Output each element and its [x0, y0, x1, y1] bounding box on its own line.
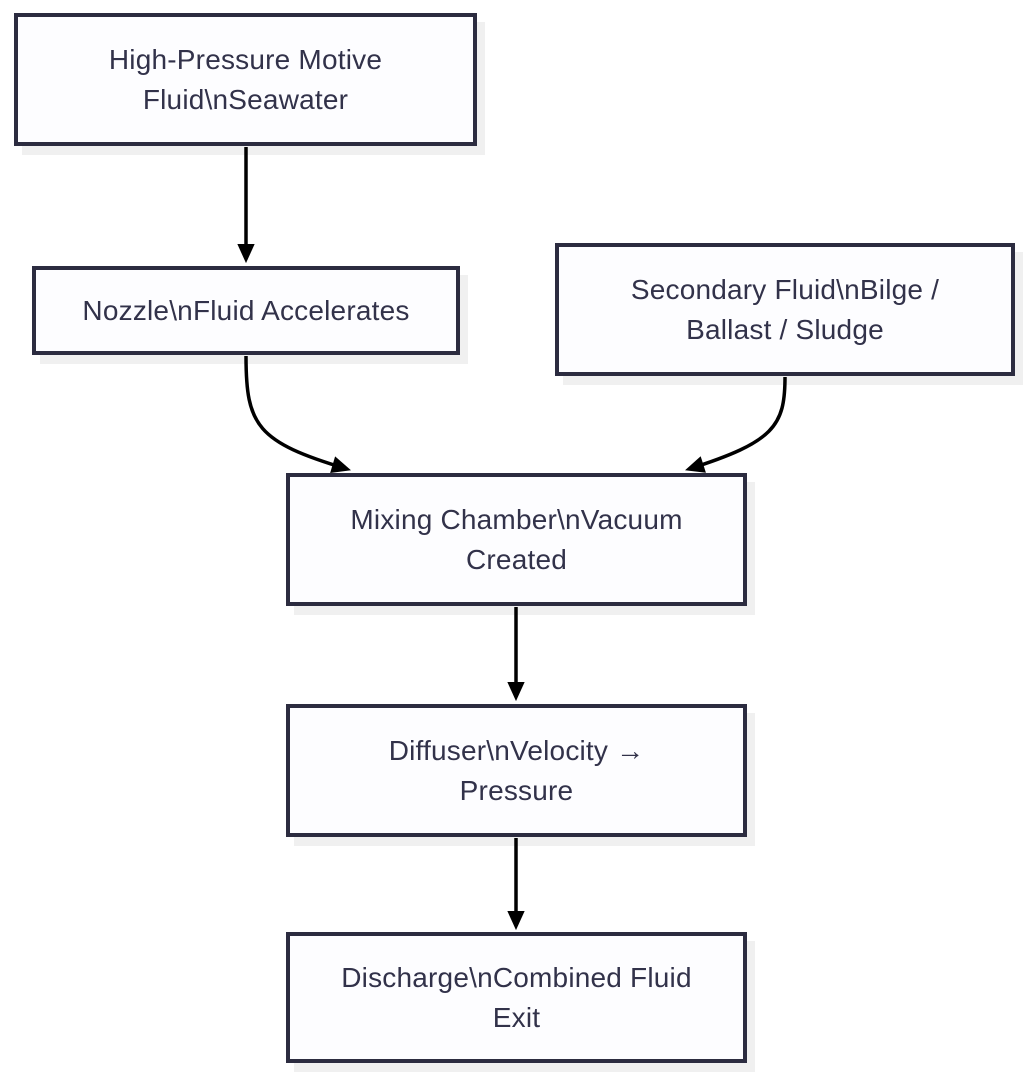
- edge-secondary-to-mixing: [685, 376, 787, 473]
- node-label-line: Secondary Fluid\nBilge /: [630, 273, 940, 305]
- node-label-line: Exit: [492, 1001, 541, 1033]
- node-label-line: Pressure: [459, 774, 574, 806]
- node-discharge: Discharge\nCombined Fluid Exit: [286, 932, 747, 1063]
- edge-nozzle-to-mixing: [244, 355, 351, 473]
- node-motive-fluid: High-Pressure Motive Fluid\nSeawater: [14, 13, 477, 146]
- node-label-line: Nozzle\nFluid Accelerates: [82, 294, 410, 326]
- node-diffuser: Diffuser\nVelocity → Pressure: [286, 704, 747, 837]
- node-label-line: Fluid\nSeawater: [142, 83, 349, 115]
- node-nozzle: Nozzle\nFluid Accelerates: [32, 266, 460, 355]
- node-label-line: Mixing Chamber\nVacuum: [350, 503, 683, 535]
- node-label-line: Created: [465, 543, 567, 575]
- node-mixing-chamber: Mixing Chamber\nVacuum Created: [286, 473, 747, 606]
- node-label-line: High-Pressure Motive: [108, 43, 383, 75]
- node-label-line: Discharge\nCombined Fluid: [341, 961, 692, 993]
- node-label-line: Ballast / Sludge: [686, 313, 884, 345]
- node-label-line: Diffuser\nVelocity →: [388, 734, 645, 766]
- node-secondary-fluid: Secondary Fluid\nBilge / Ballast / Sludg…: [555, 243, 1015, 376]
